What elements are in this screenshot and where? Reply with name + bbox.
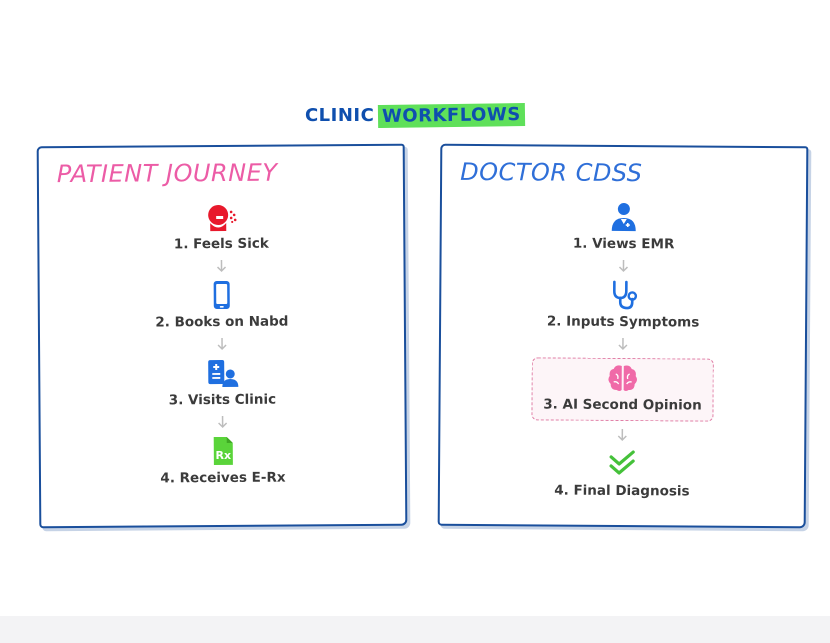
arrow-down-icon	[41, 410, 405, 435]
sick-person-icon	[204, 202, 238, 232]
svg-text:Rx: Rx	[216, 449, 232, 462]
doctor-step-1: 1. Views EMR	[442, 201, 806, 254]
arrow-down-icon	[40, 332, 404, 357]
stethoscope-icon	[606, 280, 640, 310]
doctor-step-label: 1. Views EMR	[572, 235, 675, 253]
bottom-band	[0, 616, 830, 643]
arrow-down-icon	[441, 332, 805, 357]
doctor-step-label: 2. Inputs Symptoms	[546, 313, 700, 331]
doctor-cdss-panel: DOCTOR CDSS 1. Views EMR	[437, 143, 809, 529]
brain-icon	[606, 363, 640, 393]
doctor-icon	[607, 202, 641, 232]
doctor-step-2: 2. Inputs Symptoms	[441, 279, 805, 332]
doctor-step-label: 4. Final Diagnosis	[554, 482, 690, 500]
doctor-steps: 1. Views EMR 2. Inputs Symptoms	[440, 201, 806, 501]
title-highlight: WORKFLOWS	[378, 102, 526, 129]
ai-second-opinion-box: 3. AI Second Opinion	[531, 357, 714, 422]
patient-step-label: 2. Books on Nabd	[155, 313, 289, 331]
arrow-down-icon	[440, 423, 804, 448]
doctor-step-label: 3. AI Second Opinion	[543, 396, 702, 414]
patient-step-2: 2. Books on Nabd	[40, 279, 404, 332]
clinic-visit-icon	[205, 358, 239, 388]
patient-step-3: 3. Visits Clinic	[40, 357, 404, 410]
doctor-step-4: 4. Final Diagnosis	[440, 448, 804, 501]
title-part-1: CLINIC	[304, 105, 375, 126]
doctor-cdss-heading: DOCTOR CDSS	[460, 157, 643, 188]
arrow-down-icon	[441, 254, 805, 279]
patient-step-label: 1. Feels Sick	[173, 235, 269, 253]
mobile-phone-icon	[205, 280, 239, 310]
check-double-icon	[605, 449, 639, 479]
patient-journey-heading: PATIENT JOURNEY	[56, 158, 278, 189]
patient-step-1: 1. Feels Sick	[39, 201, 403, 254]
patient-step-4: Rx 4. Receives E-Rx	[41, 435, 405, 488]
patient-step-label: 3. Visits Clinic	[168, 391, 277, 409]
arrow-down-icon	[39, 254, 403, 279]
patient-steps: 1. Feels Sick 2. Books on Nabd	[39, 201, 405, 488]
prescription-icon: Rx	[206, 436, 240, 466]
patient-journey-panel: PATIENT JOURNEY 1. Feels Sick	[36, 143, 408, 529]
patient-step-label: 4. Receives E-Rx	[160, 469, 286, 487]
